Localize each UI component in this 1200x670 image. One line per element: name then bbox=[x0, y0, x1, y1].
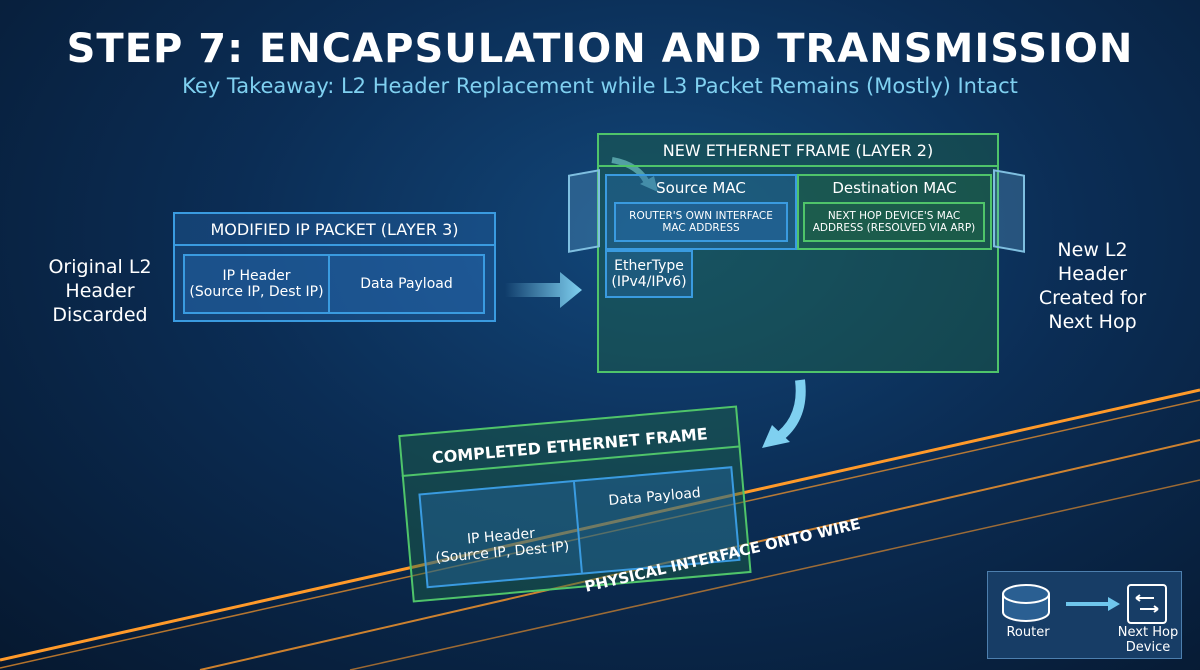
ip-packet-title: MODIFIED IP PACKET (LAYER 3) bbox=[175, 214, 494, 246]
value-line: ROUTER'S OWN INTERFACE bbox=[629, 210, 773, 222]
modified-ip-packet: MODIFIED IP PACKET (LAYER 3) IP Header (… bbox=[173, 212, 496, 322]
right-note: New L2 Header Created for Next Hop bbox=[1030, 238, 1155, 334]
destination-mac-field: Destination MAC NEXT HOP DEVICE'S MAC AD… bbox=[797, 174, 992, 250]
orange-wire bbox=[0, 388, 1200, 670]
note-line: Header bbox=[65, 280, 135, 302]
ip-header: IP Header (Source IP, Dest IP) bbox=[420, 481, 583, 587]
legend-next-hop-label: Next Hop Device bbox=[1113, 625, 1183, 655]
note-line: Discarded bbox=[52, 304, 148, 326]
source-mac-field: Source MAC ROUTER'S OWN INTERFACE MAC AD… bbox=[605, 174, 797, 250]
completed-ethernet-frame: COMPLETED ETHERNET FRAME IP Header (Sour… bbox=[398, 405, 752, 605]
ip-packet-body: IP Header (Source IP, Dest IP) Data Payl… bbox=[183, 254, 485, 314]
page-subtitle: Key Takeaway: L2 Header Replacement whil… bbox=[182, 74, 1018, 98]
arrow-right-icon bbox=[1066, 597, 1120, 611]
note-line: Header bbox=[1057, 263, 1128, 285]
frame-end-cap-right bbox=[993, 169, 1025, 253]
page-title: STEP 7: ENCAPSULATION AND TRANSMISSION bbox=[66, 26, 1134, 72]
ethertype-value: (IPv4/IPv6) bbox=[611, 274, 687, 290]
new-ethernet-frame: NEW ETHERNET FRAME (LAYER 2) bbox=[597, 133, 999, 373]
source-mac-value: ROUTER'S OWN INTERFACE MAC ADDRESS bbox=[614, 202, 788, 242]
legend-router-label: Router bbox=[1006, 625, 1050, 640]
destination-mac-label: Destination MAC bbox=[832, 179, 957, 197]
router-icon bbox=[1002, 584, 1050, 622]
note-line: Created for bbox=[1038, 287, 1147, 309]
value-line: ADDRESS (RESOLVED VIA ARP) bbox=[812, 222, 976, 234]
arrow-right-icon bbox=[505, 272, 582, 308]
left-note: Original L2 Header Discarded bbox=[40, 255, 160, 327]
note-line: Next Hop bbox=[1048, 311, 1137, 333]
ip-header-label: IP Header bbox=[222, 268, 291, 284]
source-mac-label: Source MAC bbox=[656, 179, 746, 197]
arrow-curve-down-icon bbox=[772, 379, 806, 445]
destination-mac-value: NEXT HOP DEVICE'S MAC ADDRESS (RESOLVED … bbox=[803, 202, 985, 242]
ip-header-detail: (Source IP, Dest IP) bbox=[189, 284, 324, 300]
legend-panel: Router Next Hop Device bbox=[987, 571, 1182, 659]
ip-header: IP Header (Source IP, Dest IP) bbox=[185, 256, 330, 312]
label-line: Device bbox=[1125, 640, 1171, 655]
value-line: MAC ADDRESS bbox=[662, 222, 740, 234]
ethertype-label: EtherType bbox=[614, 258, 684, 274]
data-payload: Data Payload bbox=[360, 276, 453, 292]
ethertype-field: EtherType (IPv4/IPv6) bbox=[605, 250, 693, 298]
value-line: NEXT HOP DEVICE'S MAC bbox=[827, 210, 961, 222]
frame-end-cap-left bbox=[568, 169, 600, 253]
note-line: Original L2 bbox=[48, 256, 152, 278]
next-hop-device-icon bbox=[1127, 584, 1167, 624]
label-line: Next Hop bbox=[1117, 625, 1179, 640]
eth-frame-title: NEW ETHERNET FRAME (LAYER 2) bbox=[599, 135, 997, 167]
note-line: New L2 bbox=[1057, 239, 1128, 261]
